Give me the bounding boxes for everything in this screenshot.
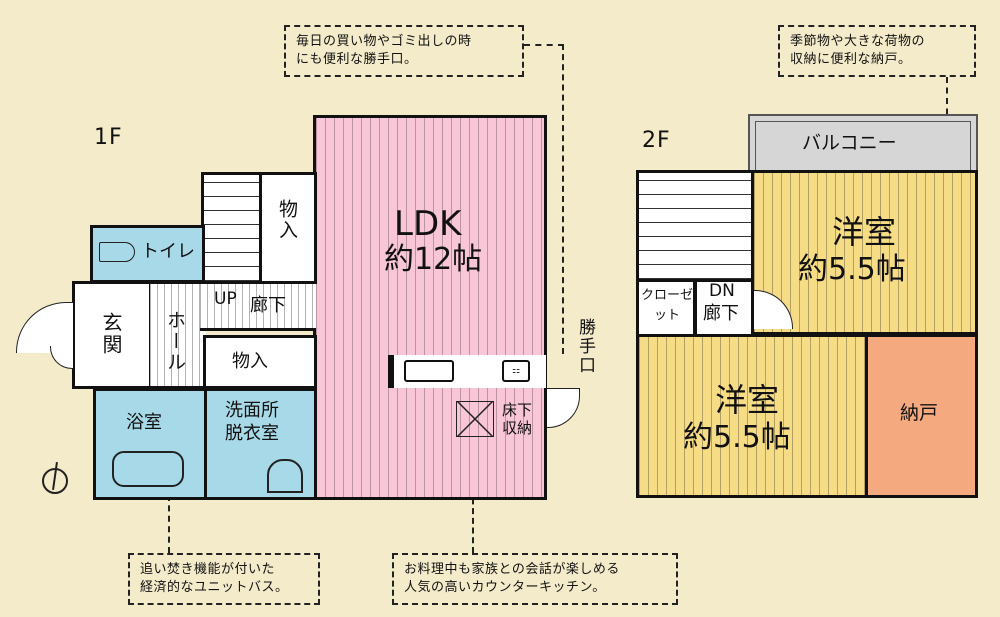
room-balcony: バルコニー (748, 114, 978, 172)
bathtub-icon (112, 451, 184, 487)
leader-back-door-v (562, 44, 564, 354)
leader-back-door-h (524, 44, 564, 46)
sink-icon (404, 360, 454, 382)
room-storage-lower: 物入 (203, 335, 317, 389)
callout-storeroom: 季節物や大きな荷物の 収納に便利な納戸。 (778, 25, 976, 77)
stairs-2f[interactable] (636, 170, 754, 282)
western-1-size: 約5.5帖 (798, 252, 906, 287)
ldk-size: 約12帖 (384, 242, 483, 277)
stove-icon: ⚏ (502, 360, 530, 382)
callout-kitchen-line2: 人気の高いカウンターキッチン。 (404, 580, 606, 595)
washroom-label-1: 洗面所 (225, 400, 279, 421)
balcony-label: バルコニー (802, 132, 897, 154)
storeroom-label: 納戸 (900, 402, 939, 424)
toilet-label: トイレ (141, 241, 195, 262)
room-entrance: 玄関 (72, 281, 152, 389)
room-bath: 浴室 (93, 388, 207, 500)
bath-label: 浴室 (126, 412, 162, 433)
back-door-label: 勝手口 (575, 318, 595, 375)
corridor-1f-label: 廊下 (250, 295, 286, 316)
callout-kitchen-line1: お料理中も家族との会話が楽しめる (404, 562, 620, 577)
floor-label-1f: 1F (94, 125, 123, 150)
callout-bath: 追い焚き機能が付いた 経済的なユニットバス。 (128, 553, 320, 605)
entrance-door-small[interactable] (50, 346, 73, 369)
entrance-label: 玄関 (99, 312, 123, 356)
closet-label: クローゼット (641, 288, 694, 323)
western-2-name: 洋室 (715, 381, 780, 419)
callout-kitchen: お料理中も家族との会話が楽しめる 人気の高いカウンターキッチン。 (392, 553, 678, 605)
washroom-label-2: 脱衣室 (225, 423, 279, 444)
corridor-2f-label: 廊下 (703, 303, 739, 324)
underfloor-storage-icon (456, 401, 494, 437)
down-label: DN (709, 281, 735, 301)
storage-lower-label: 物入 (232, 351, 268, 372)
north-arrow-icon (42, 461, 68, 494)
room-toilet: トイレ (90, 225, 205, 283)
callout-back-door: 毎日の買い物やゴミ出しの時 にも便利な勝手口。 (284, 25, 524, 77)
washbasin-icon (267, 459, 303, 493)
callout-bath-line2: 経済的なユニットバス。 (140, 580, 289, 595)
room-corridor-2f: DN 廊下 (694, 279, 754, 337)
room-corridor-1f: UP 廊下 (200, 281, 316, 331)
room-washroom: 洗面所 脱衣室 (204, 388, 317, 500)
ldk-name: LDK (394, 204, 462, 244)
callout-bath-line1: 追い焚き機能が付いた (140, 562, 276, 577)
room-storeroom: 納戸 (865, 334, 978, 498)
callout-storeroom-line2: 収納に便利な納戸。 (790, 52, 912, 67)
room-western-2: 洋室 約5.5帖 (636, 334, 868, 498)
room-closet: クローゼット (636, 279, 696, 337)
hall-label: ホール (164, 310, 186, 373)
back-door[interactable] (547, 388, 580, 428)
underfloor-storage-label: 床下収納 (501, 401, 532, 437)
room-ldk: LDK 約12帖 ⚏ 床下収納 (313, 115, 547, 500)
room-hall: ホール (150, 281, 206, 389)
callout-back-door-line1: 毎日の買い物やゴミ出しの時 (296, 34, 472, 49)
up-label: UP (214, 289, 237, 309)
leader-bath (168, 495, 170, 553)
western-2-size: 約5.5帖 (683, 420, 791, 455)
storage-upper-label: 物入 (276, 199, 298, 241)
stairs-1f[interactable] (201, 172, 263, 284)
kitchen-counter: ⚏ (388, 355, 546, 388)
callout-storeroom-line1: 季節物や大きな荷物の (790, 34, 926, 49)
floor-label-2f: 2F (642, 128, 671, 153)
room-western-1: 洋室 約5.5帖 (751, 170, 978, 335)
room-storage-upper: 物入 (259, 172, 317, 284)
western-1-name: 洋室 (832, 213, 897, 251)
toilet-icon (99, 242, 135, 262)
callout-back-door-line2: にも便利な勝手口。 (296, 52, 418, 67)
